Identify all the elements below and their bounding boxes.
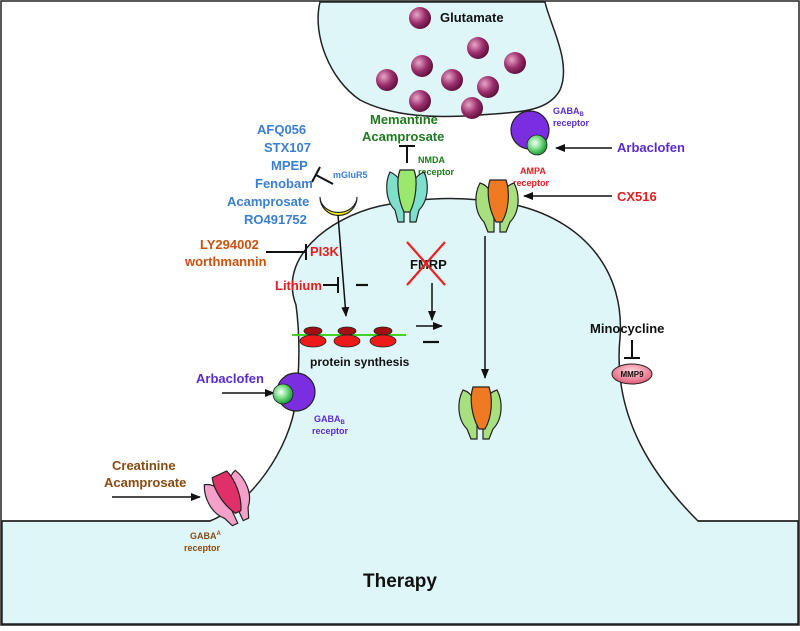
vesicle (461, 97, 483, 119)
gabaa-receptor (203, 469, 251, 527)
vesicle (467, 37, 489, 59)
inhibit-nmda (399, 145, 415, 163)
vesicle (376, 69, 398, 91)
inhibit-mmp9 (624, 340, 640, 359)
gabab-top-label: GABAB (553, 106, 585, 118)
drug-creatinine: Creatinine (112, 458, 176, 473)
nmda-drug-list: Memantine Acamprosate (362, 112, 444, 144)
inhibit-pi3k (266, 244, 307, 260)
fmrp-absent-cross (406, 241, 446, 286)
vesicle (504, 52, 526, 74)
drug-arbaclofen-top: Arbaclofen (617, 140, 685, 155)
inhibit-lithium (323, 277, 339, 293)
drug-fenobam: Fenobam (255, 176, 313, 191)
gabaa-label: GABAA (190, 531, 222, 541)
vesicle (411, 55, 433, 77)
protein-synthesis-label: protein synthesis (310, 355, 410, 369)
inhibit-mglur5 (311, 166, 334, 185)
mmp9-label: MMP9 (620, 370, 644, 379)
glutamate-label: Glutamate (440, 10, 504, 25)
gabab-top-label-line2: receptor (553, 118, 590, 128)
vesicle (409, 90, 431, 112)
drug-mpep: MPEP (271, 158, 308, 173)
drug-arbaclofen-bottom: Arbaclofen (196, 371, 264, 386)
gabaa-label-line2: receptor (184, 543, 221, 553)
nmda-label-line2: receptor (418, 167, 455, 177)
drug-lithium: Lithium (275, 278, 322, 293)
mglur5-drug-list: AFQ056 STX107 MPEP Fenobam Acamprosate R… (227, 122, 313, 227)
drug-ly294002: LY294002 (200, 237, 259, 252)
drug-minocycline: Minocycline (590, 321, 664, 336)
drug-memantine: Memantine (370, 112, 438, 127)
ribosomes (299, 326, 397, 348)
pi3k-drug-list: LY294002 worthmannin (184, 237, 267, 269)
nmda-label-line1: NMDA (418, 155, 445, 165)
ampa-receptor-internal (458, 386, 502, 440)
gabab-receptor-top (510, 110, 550, 156)
nmda-receptor (386, 169, 428, 223)
fmrp-label: FMRP (410, 257, 447, 272)
gabab-bottom-label: GABAB (314, 414, 346, 426)
glutamate-vesicles (376, 7, 526, 119)
mglur5-label: mGluR5 (333, 170, 368, 180)
ampa-label-line1: AMPA (520, 166, 546, 176)
drug-stx107: STX107 (264, 140, 311, 155)
gabab-bottom-label-line2: receptor (312, 426, 349, 436)
gabaa-drug-list: Creatinine Acamprosate (104, 458, 186, 490)
drug-worthmannin: worthmannin (184, 254, 267, 269)
vesicle (477, 76, 499, 98)
drug-acamprosate-nmda: Acamprosate (362, 129, 444, 144)
mmp9-enzyme (611, 363, 653, 385)
ampa-receptor-membrane (475, 179, 519, 233)
ampa-label-line2: receptor (513, 178, 550, 188)
drug-acamprosate-mglur5: Acamprosate (227, 194, 309, 209)
page-title: Therapy (363, 571, 437, 592)
vesicle (441, 69, 463, 91)
drug-cx516: CX516 (617, 189, 657, 204)
vesicle (409, 7, 431, 29)
arrow-mglur5-signaling (337, 214, 350, 317)
drug-acamprosate-gabaa: Acamprosate (104, 475, 186, 490)
gabab-receptor-bottom (272, 372, 316, 412)
mglur5-receptor (319, 196, 358, 217)
pi3k-label: PI3K (310, 244, 340, 259)
drug-ro491752: RO491752 (244, 212, 307, 227)
drug-afq056: AFQ056 (257, 122, 306, 137)
